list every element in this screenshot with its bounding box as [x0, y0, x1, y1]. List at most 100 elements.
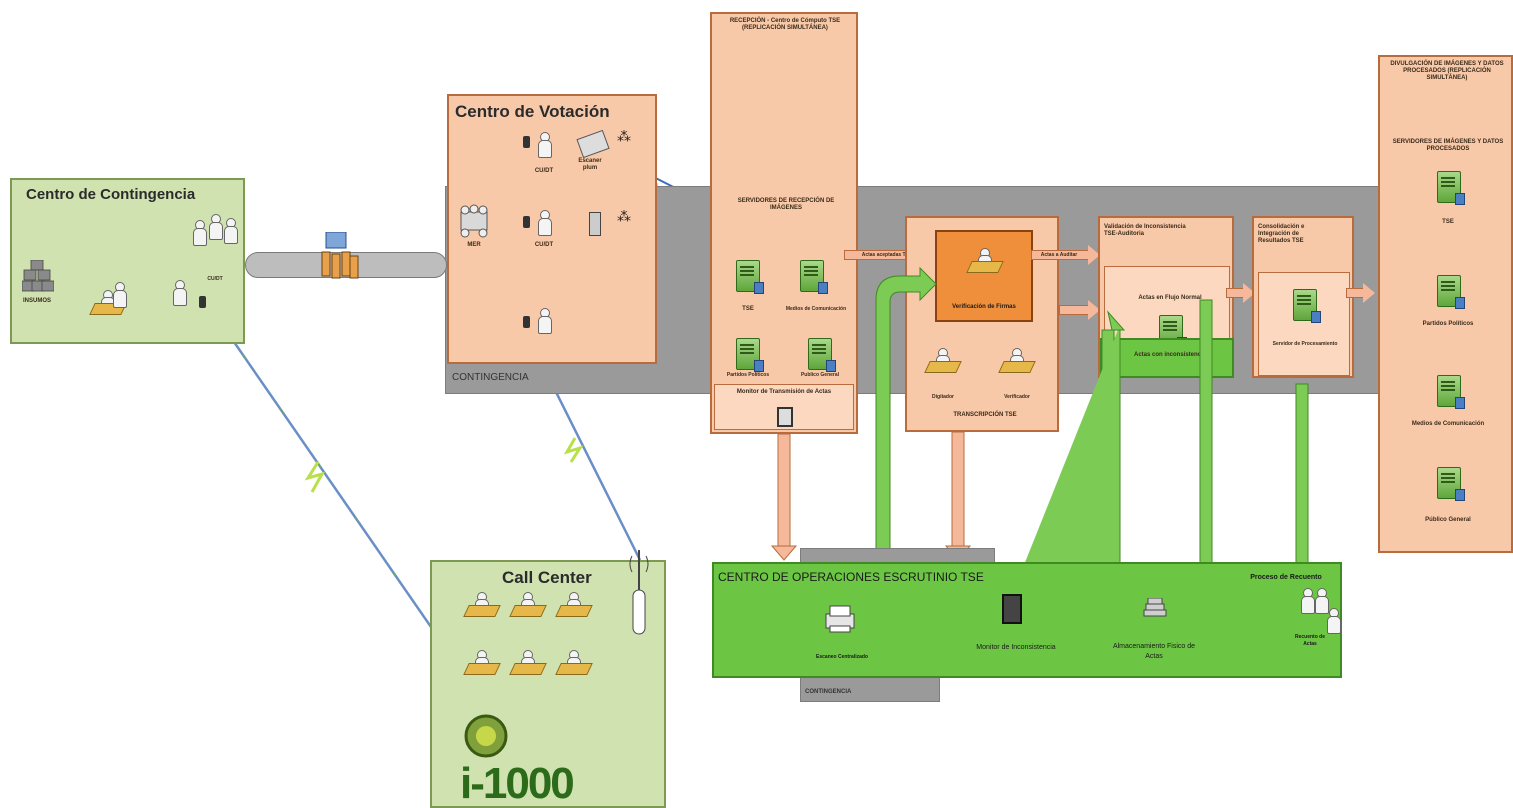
divulgation-center: DIVULGACIÓN DE IMÁGENES Y DATOS PROCESAD… — [1378, 55, 1513, 553]
server-icon — [1437, 275, 1465, 309]
recount-sub-label: Recuento de Actas — [1294, 634, 1325, 647]
verification-label: Verificación de Firmas — [952, 304, 1016, 310]
person-icon — [112, 282, 127, 308]
server-icon — [736, 260, 764, 294]
transmission-monitor: Monitor de Transmisión de Actas — [714, 384, 854, 430]
reception-server-label: Publico General — [800, 372, 840, 378]
operator-icon — [509, 650, 547, 676]
antenna-icon — [628, 550, 650, 636]
arrow-flow — [1059, 300, 1100, 320]
divulgation-server-label: TSE — [1442, 219, 1454, 225]
voting-center: Centro de Votación CU/DT Escaner plum ⁂ … — [447, 94, 657, 364]
device-icon — [589, 212, 601, 236]
phone-icon — [523, 316, 530, 328]
operations-title: CENTRO DE OPERACIONES ESCRUTINIO TSE — [718, 570, 984, 584]
operations-item-label: Almacenamiento Fisico de Actas — [1112, 643, 1196, 660]
call-center: Call Center i-1000 — [430, 550, 666, 808]
person-icon — [223, 218, 238, 244]
server-icon — [1293, 289, 1321, 323]
scanner-label: Escaner plum — [578, 158, 602, 171]
recount-title: Proceso de Recuento — [1250, 574, 1322, 581]
divulgation-servers-title: SERVIDORES DE IMÁGENES Y DATOS PROCESADO… — [1392, 139, 1504, 152]
contingency-band-label: CONTINGENCIA — [452, 372, 529, 383]
server-icon — [800, 260, 828, 294]
supplies-icon — [21, 259, 55, 294]
reception-center: RECEPCIÓN - Centro de Cómputo TSE (REPLI… — [710, 12, 858, 434]
transcription-center: Verificación de Firmas Digitador Verific… — [905, 216, 1059, 432]
voting-center-title: Centro de Votación — [455, 102, 610, 121]
archive-icon — [1142, 597, 1168, 620]
reception-header: RECEPCIÓN - Centro de Cómputo TSE (REPLI… — [729, 18, 841, 31]
divulgation-server-label: Público General — [1425, 517, 1471, 523]
supplies-label: INSUMOS — [22, 298, 51, 304]
operator-icon — [463, 650, 501, 676]
monitor-icon — [777, 407, 793, 427]
operations-contingency-label: CONTINGENCIA — [805, 689, 852, 695]
network-icon: ⁂ — [617, 128, 631, 144]
person-icon — [1300, 588, 1315, 614]
contingency-center-title: Centro de Contingencia — [26, 186, 196, 203]
network-icon: ⁂ — [617, 208, 631, 224]
arrow-audit-label: Actas a Auditar — [1040, 252, 1078, 258]
processing-box: Servidor de Procesamiento — [1258, 272, 1350, 376]
operator-icon — [509, 592, 547, 618]
phone-icon — [199, 296, 206, 308]
person-icon — [1314, 588, 1329, 614]
inconsistency-label: Actas con inconsistencia — [1133, 352, 1207, 358]
cudt-label: CU/DT — [534, 168, 554, 174]
phone-icon — [523, 136, 530, 148]
operations-item-label: Escaneo Centralizado — [816, 654, 868, 660]
person-icon — [537, 132, 552, 158]
validation-title: Validación de Inconsistencia TSE-Auditor… — [1104, 224, 1186, 237]
call-center-logo: i-1000 — [460, 759, 575, 808]
operator-icon — [924, 348, 962, 374]
transcriber-label: Digitador — [932, 394, 954, 400]
operator-icon — [555, 650, 593, 676]
transmission-monitor-label: Monitor de Transmisión de Actas — [736, 389, 832, 395]
operator-icon — [998, 348, 1036, 374]
person-icon — [192, 220, 207, 246]
arrow-divulgation — [1346, 283, 1375, 303]
divulgation-header: DIVULGACIÓN DE IMÁGENES Y DATOS PROCESAD… — [1390, 61, 1504, 81]
person-icon — [1326, 608, 1341, 634]
server-icon — [736, 338, 764, 372]
verification-box: Verificación de Firmas — [935, 230, 1033, 322]
printer-icon — [822, 604, 858, 634]
normal-flow-label: Actas en Flujo Normal — [1138, 295, 1202, 301]
headset-logo-icon — [460, 710, 512, 764]
processing-label: Servidor de Procesamiento — [1272, 341, 1338, 347]
mer-icon — [457, 204, 491, 238]
divulgation-server-label: Partidos Políticos — [1422, 321, 1474, 327]
server-icon — [1437, 467, 1465, 501]
reception-server-label: Partidos Políticos — [726, 372, 770, 378]
call-center-title: Call Center — [502, 568, 592, 587]
operations-item-label: Monitor de Inconsistencia — [976, 644, 1056, 651]
phone-icon — [523, 216, 530, 228]
arrow-accepted-label: Actas aceptadas TSE — [861, 252, 913, 258]
mer-label: MER — [467, 242, 481, 248]
person-icon — [172, 280, 187, 306]
operations-center: CENTRO DE OPERACIONES ESCRUTINIO TSE Esc… — [712, 562, 1342, 678]
operator-icon — [463, 592, 501, 618]
operator-icon — [966, 248, 1004, 274]
person-icon — [537, 210, 552, 236]
cudt-label: CU/DT — [207, 276, 223, 282]
reception-servers-title: SERVIDORES DE RECEPCIÓN DE IMÁGENES — [737, 198, 835, 211]
consolidation-center: Consolidación e Integración de Resultado… — [1252, 216, 1354, 378]
person-icon — [537, 308, 552, 334]
server-icon — [1437, 171, 1465, 205]
contingency-center: Centro de Contingencia INSUMOS CU/DT — [10, 178, 245, 344]
monitor-icon — [1002, 594, 1022, 624]
reception-server-label: Medios de Comunicación — [785, 306, 847, 312]
person-icon — [208, 214, 223, 240]
server-icon — [808, 338, 836, 372]
consolidation-title: Consolidación e Integración de Resultado… — [1258, 224, 1305, 244]
cudt-label: CU/DT — [534, 242, 554, 248]
operator-icon — [555, 592, 593, 618]
reception-server-label: TSE — [742, 306, 754, 312]
validation-center: Validación de Inconsistencia TSE-Auditor… — [1098, 216, 1234, 378]
verifier-label: Verificador — [1004, 394, 1030, 400]
server-icon — [1437, 375, 1465, 409]
team-icon — [320, 231, 360, 298]
